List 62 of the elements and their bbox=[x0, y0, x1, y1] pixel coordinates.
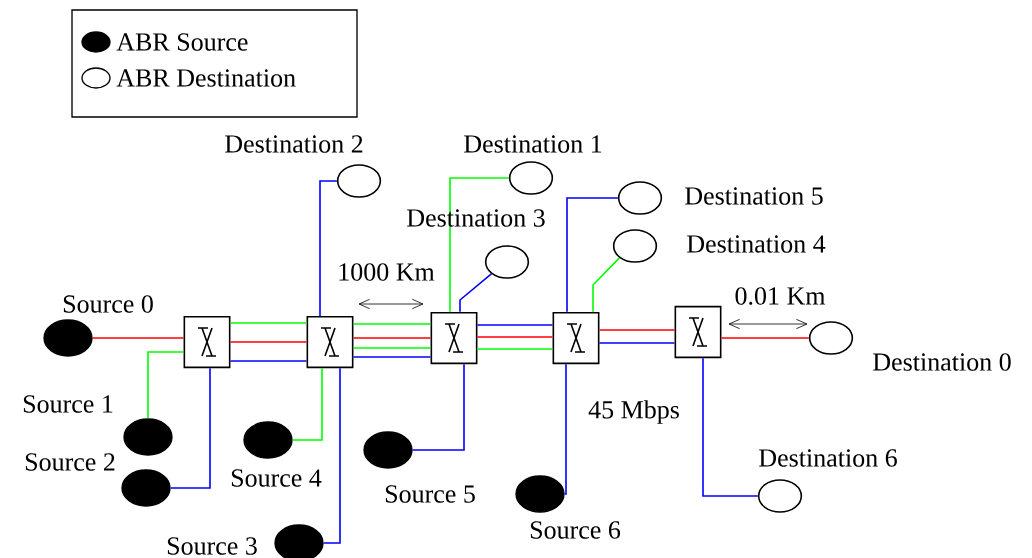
source-node bbox=[274, 524, 324, 558]
link-line bbox=[322, 367, 341, 544]
link-line bbox=[476, 336, 554, 338]
destination-node bbox=[617, 181, 663, 215]
switch-box bbox=[674, 305, 722, 359]
link-line bbox=[702, 357, 759, 497]
link-label: 1000 Km bbox=[339, 263, 435, 281]
node-label: Source 0 bbox=[63, 295, 153, 313]
node-label: Destination 2 bbox=[225, 135, 363, 153]
switch-box bbox=[552, 311, 600, 365]
destination-node bbox=[757, 479, 803, 513]
node-label: Destination 6 bbox=[759, 449, 897, 467]
switch-box bbox=[183, 315, 231, 369]
switch-box bbox=[306, 315, 354, 369]
node-label: Source 2 bbox=[25, 453, 115, 471]
node-label: Source 5 bbox=[385, 485, 475, 503]
link-line bbox=[476, 348, 554, 350]
node-label: Source 4 bbox=[231, 469, 322, 487]
destination-node bbox=[808, 321, 854, 355]
link-label: 0.01 Km bbox=[735, 287, 826, 305]
link-line bbox=[352, 323, 432, 325]
link-line bbox=[598, 342, 676, 344]
link-line bbox=[476, 324, 554, 326]
link-line bbox=[319, 180, 338, 317]
legend-text: ABR Destination bbox=[116, 69, 296, 87]
destination-node bbox=[612, 229, 658, 263]
link-label: 45 Mbps bbox=[588, 400, 679, 424]
link-line bbox=[459, 273, 493, 313]
link-line bbox=[352, 337, 432, 339]
node-label: Destination 4 bbox=[687, 235, 826, 253]
node-label: Destination 1 bbox=[464, 135, 602, 153]
source-node bbox=[43, 319, 93, 357]
link-line bbox=[352, 347, 432, 349]
link-line bbox=[566, 197, 619, 313]
node-label: Source 1 bbox=[23, 395, 113, 413]
node-label: Destination 0 bbox=[873, 353, 1011, 371]
link-line bbox=[720, 337, 810, 339]
link-line bbox=[229, 322, 308, 324]
switch-box bbox=[430, 311, 478, 365]
link-line bbox=[229, 360, 308, 362]
node-label: Destination 5 bbox=[685, 187, 823, 205]
source-node bbox=[515, 475, 565, 513]
link-line bbox=[411, 363, 465, 451]
source-node bbox=[121, 469, 171, 507]
destination-node bbox=[484, 245, 530, 279]
destination-node bbox=[336, 164, 382, 198]
link-line bbox=[147, 351, 185, 420]
link-line bbox=[592, 257, 621, 313]
source-node bbox=[243, 421, 293, 459]
link-line bbox=[352, 356, 432, 358]
link-line bbox=[291, 367, 323, 441]
destination-node bbox=[508, 161, 554, 195]
link-line bbox=[563, 363, 567, 495]
link-line bbox=[91, 337, 185, 339]
link-line bbox=[169, 367, 211, 489]
node-label: Source 3 bbox=[167, 537, 257, 555]
node-label: Source 6 bbox=[530, 521, 621, 539]
source-node bbox=[123, 418, 173, 456]
legend-text: ABR Source bbox=[116, 33, 248, 51]
link-line bbox=[598, 329, 676, 331]
source-node bbox=[363, 431, 413, 469]
link-line bbox=[229, 341, 308, 343]
